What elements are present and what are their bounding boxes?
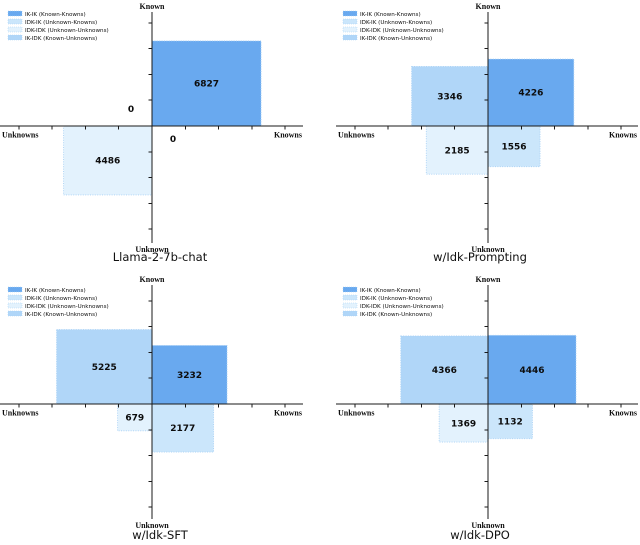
legend-label-IDK-IDK: IDK-IDK (Unknown-Unknowns) [360, 28, 444, 34]
legend-label-IDK-IK: IDK-IK (Unknown-Knowns) [25, 296, 97, 302]
legend-label-IK-IDK: IK-IDK (Known-Unknowns) [360, 36, 432, 42]
axis-label-known: Known [140, 275, 165, 284]
legend-swatch-IDK-IK [7, 18, 23, 25]
axis-label-unknown: Unknown [135, 245, 169, 254]
axis-label-knowns: Knowns [609, 409, 637, 418]
legend-label-IK-IK: IK-IK (Known-Knowns) [25, 12, 86, 18]
value-label-IK-IK: 3232 [177, 371, 202, 381]
legend-swatch-IDK-IK [342, 18, 358, 25]
quadrant-rect-IK-IK [487, 334, 577, 405]
value-label-IDK-IK: 1132 [498, 418, 523, 428]
legend-label-IDK-IDK: IDK-IDK (Unknown-Unknowns) [25, 304, 109, 310]
subplot-title: w/Idk-SFT [132, 528, 188, 542]
quadrant-rect-IK-IDK [411, 65, 489, 127]
legend-swatch-IK-IK [7, 286, 23, 293]
axis-label-known: Known [476, 275, 501, 284]
axis-label-knowns: Knowns [274, 409, 302, 418]
legend-label-IK-IDK: IK-IDK (Known-Unknowns) [25, 312, 97, 318]
axis-label-unknown: Unknown [135, 521, 169, 530]
value-label-IDK-IDK: 4486 [95, 157, 120, 167]
legend-swatch-IK-IDK [342, 34, 358, 41]
quadrant-rect-IDK-IDK [438, 403, 489, 443]
legend-swatch-IK-IDK [7, 310, 23, 317]
axis-label-knowns: Knowns [609, 131, 637, 140]
axis-label-unknowns: Unknowns [338, 409, 374, 418]
value-label-IDK-IK: 0 [170, 135, 176, 145]
subplot-title: w/Idk-Prompting [433, 250, 527, 264]
quadrant-rect-IDK-IDK [425, 125, 489, 175]
legend-label-IK-IK: IK-IK (Known-Knowns) [360, 288, 421, 294]
value-label-IK-IK: 4446 [519, 366, 544, 376]
value-label-IDK-IK: 2177 [170, 424, 195, 434]
quadrant-rect-IK-IDK [56, 329, 153, 405]
legend-swatch-IK-IK [342, 286, 358, 293]
legend-label-IDK-IK: IDK-IK (Unknown-Knowns) [360, 20, 432, 26]
legend-label-IK-IK: IK-IK (Known-Knowns) [360, 12, 421, 18]
legend-swatch-IDK-IDK [342, 302, 358, 309]
legend-label-IDK-IDK: IDK-IDK (Unknown-Unknowns) [25, 28, 109, 34]
legend-label-IK-IDK: IK-IDK (Known-Unknowns) [25, 36, 97, 42]
axis-label-unknowns: Unknowns [2, 131, 38, 140]
value-label-IK-IDK: 3346 [437, 92, 462, 102]
legend-label-IDK-IK: IDK-IK (Unknown-Knowns) [25, 20, 97, 26]
axis-label-unknowns: Unknowns [2, 409, 38, 418]
quadrant-rect-IK-IDK [400, 335, 489, 405]
quadrant-rect-IDK-IK [487, 125, 541, 168]
subplot-title: w/Idk-DPO [450, 528, 510, 542]
value-label-IDK-IK: 1556 [502, 143, 527, 153]
legend-swatch-IK-IK [7, 10, 23, 17]
value-label-IK-IK: 4226 [518, 89, 543, 99]
value-label-IDK-IDK: 679 [125, 414, 144, 424]
legend-swatch-IDK-IDK [7, 302, 23, 309]
legend-swatch-IK-IDK [7, 34, 23, 41]
axis-label-known: Known [476, 2, 501, 11]
legend-label-IK-IK: IK-IK (Known-Knowns) [25, 288, 86, 294]
axis-label-unknown: Unknown [471, 245, 505, 254]
legend-swatch-IK-IDK [342, 310, 358, 317]
legend-swatch-IDK-IDK [342, 26, 358, 33]
legend-label-IDK-IK: IDK-IK (Unknown-Knowns) [360, 296, 432, 302]
quadrant-rect-IDK-IDK [117, 403, 153, 432]
quadrant-rect-IK-IK [151, 40, 262, 127]
axis-label-unknowns: Unknowns [338, 131, 374, 140]
axis-label-knowns: Knowns [274, 131, 302, 140]
value-label-IK-IK: 6827 [194, 80, 219, 90]
legend-label-IDK-IDK: IDK-IDK (Unknown-Unknowns) [360, 304, 444, 310]
value-label-IK-IDK: 0 [128, 105, 134, 115]
value-label-IK-IDK: 5225 [92, 363, 117, 373]
value-label-IDK-IDK: 2185 [445, 146, 470, 156]
legend-swatch-IDK-IDK [7, 26, 23, 33]
axis-label-known: Known [140, 2, 165, 11]
legend-swatch-IDK-IK [342, 294, 358, 301]
value-label-IK-IDK: 4366 [432, 366, 457, 376]
axis-label-unknown: Unknown [471, 521, 505, 530]
legend-swatch-IDK-IK [7, 294, 23, 301]
legend-swatch-IK-IK [342, 10, 358, 17]
legend-label-IK-IDK: IK-IDK (Known-Unknowns) [360, 312, 432, 318]
subplot-title: Llama-2-7b-chat [112, 250, 208, 264]
quadrant-rect-IDK-IDK [63, 125, 153, 196]
value-label-IDK-IDK: 1369 [451, 419, 476, 429]
